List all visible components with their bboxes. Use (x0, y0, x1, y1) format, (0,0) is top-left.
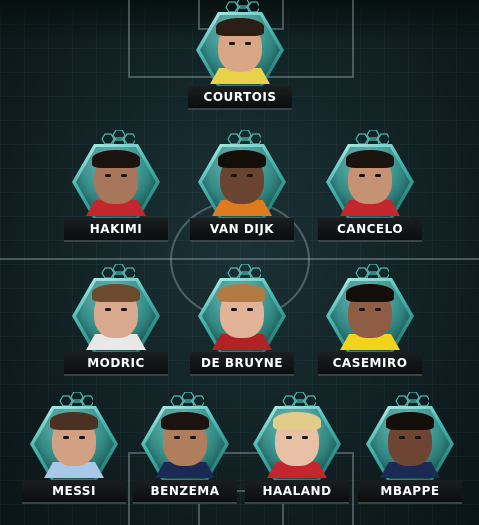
eye (105, 174, 111, 177)
player-card-van-dijk[interactable]: VAN DIJK (190, 129, 294, 242)
player-name: MESSI (22, 480, 126, 504)
shirt (212, 334, 272, 350)
shirt (340, 200, 400, 216)
player-name: CANCELO (318, 218, 422, 242)
shirt (380, 462, 440, 478)
player-card-messi[interactable]: MESSI (22, 391, 126, 504)
eye (174, 436, 180, 439)
eye (302, 436, 308, 439)
eye (190, 436, 196, 439)
eye (375, 308, 381, 311)
eye (247, 174, 253, 177)
shirt (210, 68, 270, 84)
hair (346, 150, 394, 168)
player-card-courtois[interactable]: COURTOIS (188, 0, 292, 110)
penalty-box-bottom (128, 452, 354, 525)
eye (359, 174, 365, 177)
eye (245, 42, 251, 45)
hair (386, 412, 434, 430)
eye (359, 308, 365, 311)
eye (79, 436, 85, 439)
eye (247, 308, 253, 311)
shirt (86, 334, 146, 350)
hair (92, 284, 140, 302)
player-name: DE BRUYNE (190, 352, 294, 376)
player-name: COURTOIS (188, 86, 292, 110)
player-card-hakimi[interactable]: HAKIMI (64, 129, 168, 242)
shirt (267, 462, 327, 478)
player-name: CASEMIRO (318, 352, 422, 376)
player-name: HAALAND (245, 480, 349, 504)
hair (216, 18, 264, 36)
player-card-cancelo[interactable]: CANCELO (318, 129, 422, 242)
eye (105, 308, 111, 311)
eye (63, 436, 69, 439)
goal-area-bottom (198, 490, 284, 525)
shirt (340, 334, 400, 350)
player-name: BENZEMA (133, 480, 237, 504)
eye (231, 308, 237, 311)
eye (415, 436, 421, 439)
eye (121, 308, 127, 311)
eye (399, 436, 405, 439)
player-card-haaland[interactable]: HAALAND (245, 391, 349, 504)
hair (273, 412, 321, 430)
hair (92, 150, 140, 168)
player-card-casemiro[interactable]: CASEMIRO (318, 263, 422, 376)
shirt (86, 200, 146, 216)
shirt (44, 462, 104, 478)
shirt (212, 200, 272, 216)
player-card-de-bruyne[interactable]: DE BRUYNE (190, 263, 294, 376)
player-card-modric[interactable]: MODRIC (64, 263, 168, 376)
player-name: MBAPPE (358, 480, 462, 504)
eye (375, 174, 381, 177)
hair (346, 284, 394, 302)
player-name: MODRIC (64, 352, 168, 376)
player-card-mbappe[interactable]: MBAPPE (358, 391, 462, 504)
player-name: HAKIMI (64, 218, 168, 242)
eye (231, 174, 237, 177)
hair (218, 284, 266, 302)
player-card-benzema[interactable]: BENZEMA (133, 391, 237, 504)
player-name: VAN DIJK (190, 218, 294, 242)
hair (218, 150, 266, 168)
shirt (155, 462, 215, 478)
hair (50, 412, 98, 430)
eye (286, 436, 292, 439)
hair (161, 412, 209, 430)
eye (121, 174, 127, 177)
eye (229, 42, 235, 45)
